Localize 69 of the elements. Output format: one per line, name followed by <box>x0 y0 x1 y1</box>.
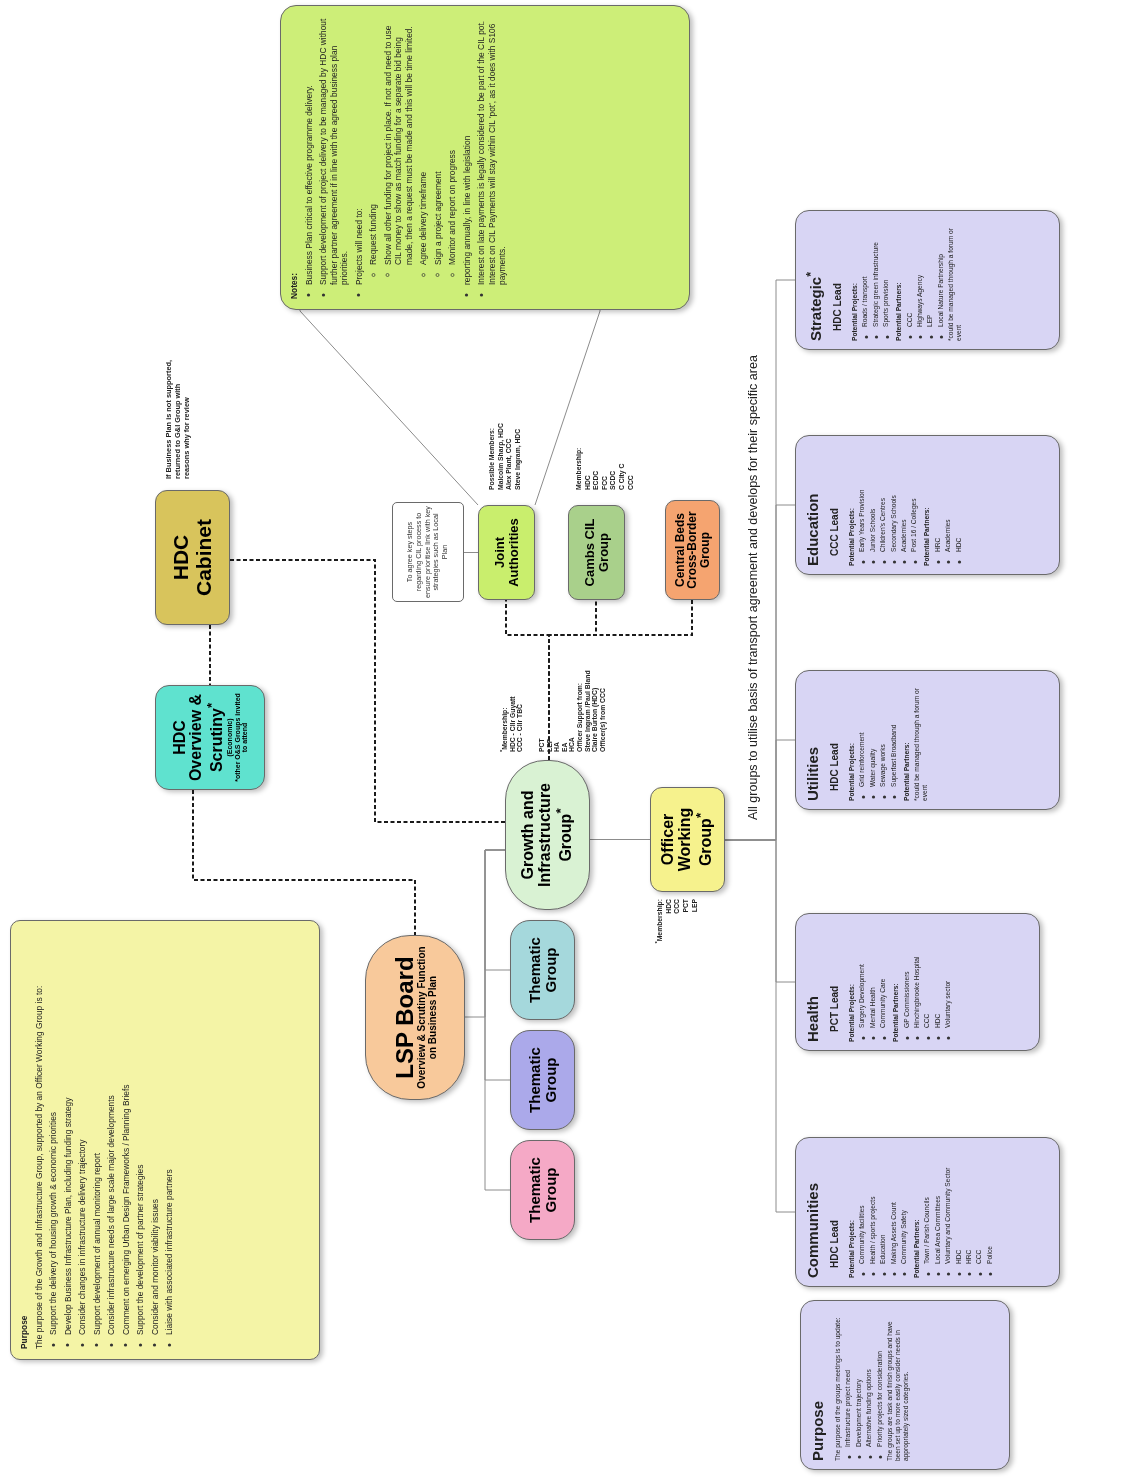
group-title: Thematic Group <box>526 1156 559 1225</box>
dashed-connector <box>209 624 211 686</box>
dashed-connector <box>192 789 416 936</box>
lead-text: PCT Lead <box>829 984 841 1032</box>
purpose-card <box>800 1300 1010 1470</box>
group-card <box>795 435 1060 575</box>
group-title: HDC Cabinet <box>170 518 215 598</box>
group-box <box>665 500 720 600</box>
notes-callout <box>280 5 690 310</box>
bullet-item: Support the development of partner strategies <box>135 1164 146 1335</box>
lead-text: HDC Lead <box>829 742 841 791</box>
panel-heading: Purpose <box>19 1314 30 1349</box>
bullet-item: Monitor and report on progress <box>447 150 458 265</box>
group-title: Thematic Group <box>526 1046 559 1115</box>
dashed-connector <box>229 559 506 823</box>
group-box <box>568 505 625 600</box>
purpose-panel <box>10 920 320 1360</box>
panel-heading: Health <box>804 995 822 1042</box>
panel-heading: Education <box>804 492 822 566</box>
bullet-item: Sign a project agreement <box>432 171 443 265</box>
bullet-item: Interest on late payments is legally considered to be part of the CIL pot. Interest on CIL Payments will stay within CIL 'pot', as it does with S106 payments. <box>476 19 508 285</box>
group-box <box>650 787 725 892</box>
group-title: LSP Board <box>391 956 418 1079</box>
group-title: Joint Authorities <box>492 517 521 589</box>
bullet-item: Show all other funding for project in place. If not and need to use CIL money to show as match funding for a separate bid being made, then a request must be made and this will be time limited. <box>382 24 414 265</box>
body-text: The purpose of the Growth and Infrastructure Group, supported by an Officer Working Group is to: <box>33 984 44 1349</box>
panel-heading: Notes: <box>289 271 300 299</box>
panel-heading: Utilities <box>804 745 822 801</box>
group-box <box>155 490 230 625</box>
bullet-item: reporting annually, in line with legislation <box>461 135 472 285</box>
panel-heading: Communities <box>804 1182 822 1278</box>
lead-text: HDC Lead <box>829 1219 841 1268</box>
group-box <box>478 505 535 600</box>
bullet-item: Agree delivery timeframe <box>418 171 429 265</box>
group-title: Central Beds Cross-Border Group <box>673 510 712 591</box>
group-card <box>795 210 1060 350</box>
note-text: All groups to utilise basis of transport agreement and develops for their specific area <box>746 355 760 820</box>
group-title: Thematic Group <box>526 936 559 1005</box>
note-box <box>392 502 464 602</box>
bullet-item: Develop Business Infrastructure Plan, including funding strategy <box>62 1097 73 1335</box>
lead-text: HDC Lead <box>832 282 844 331</box>
connector-line <box>463 552 479 553</box>
bullet-item: Consider infrastructure needs of large scale major developments <box>106 1095 117 1335</box>
bullet-item: Support development of project delivery to be managed by HDC without further partner agreement if in line with the agreed business plan priorities. <box>318 17 350 285</box>
group-box <box>155 685 265 790</box>
lead-text: CCC Lead <box>829 507 841 556</box>
group-card <box>795 913 1040 1051</box>
bullet-item: Consider changes in infrastructure delivery trajectory <box>77 1139 88 1335</box>
panel-heading: Purpose <box>809 1400 827 1461</box>
bullet-item: Comment on emerging Urban Design Frameworks / Planning Briefs <box>120 1084 131 1335</box>
bullet-item: Support the delivery of housing growth & economic priorities <box>48 1112 59 1335</box>
group-box <box>510 1030 575 1130</box>
bullet-item: Consider and monitor viability issues <box>149 1199 160 1335</box>
group-card <box>795 670 1060 810</box>
group-box <box>510 920 575 1020</box>
subtitle-text: Overview & Scrutiny Function on Business Plan <box>417 945 439 1091</box>
connector-line <box>484 849 511 971</box>
bullet-item: Projects will need to: <box>353 208 364 285</box>
bullet-item: Support development of annual monitoring report <box>91 1152 102 1335</box>
bullet-item: Business Plan critical to effective programme delivery. <box>303 85 314 285</box>
connector-line <box>589 839 651 840</box>
group-title: Cambs CIL Group <box>582 517 611 589</box>
connector-line <box>299 309 479 506</box>
group-card <box>795 1137 1060 1287</box>
bullet-item: Request funding <box>368 204 379 265</box>
connector-line <box>534 309 601 506</box>
group-box <box>510 1140 575 1240</box>
dashed-connector <box>548 599 693 761</box>
bullet-item: Liaise with associated infrastructure partners <box>164 1169 175 1335</box>
